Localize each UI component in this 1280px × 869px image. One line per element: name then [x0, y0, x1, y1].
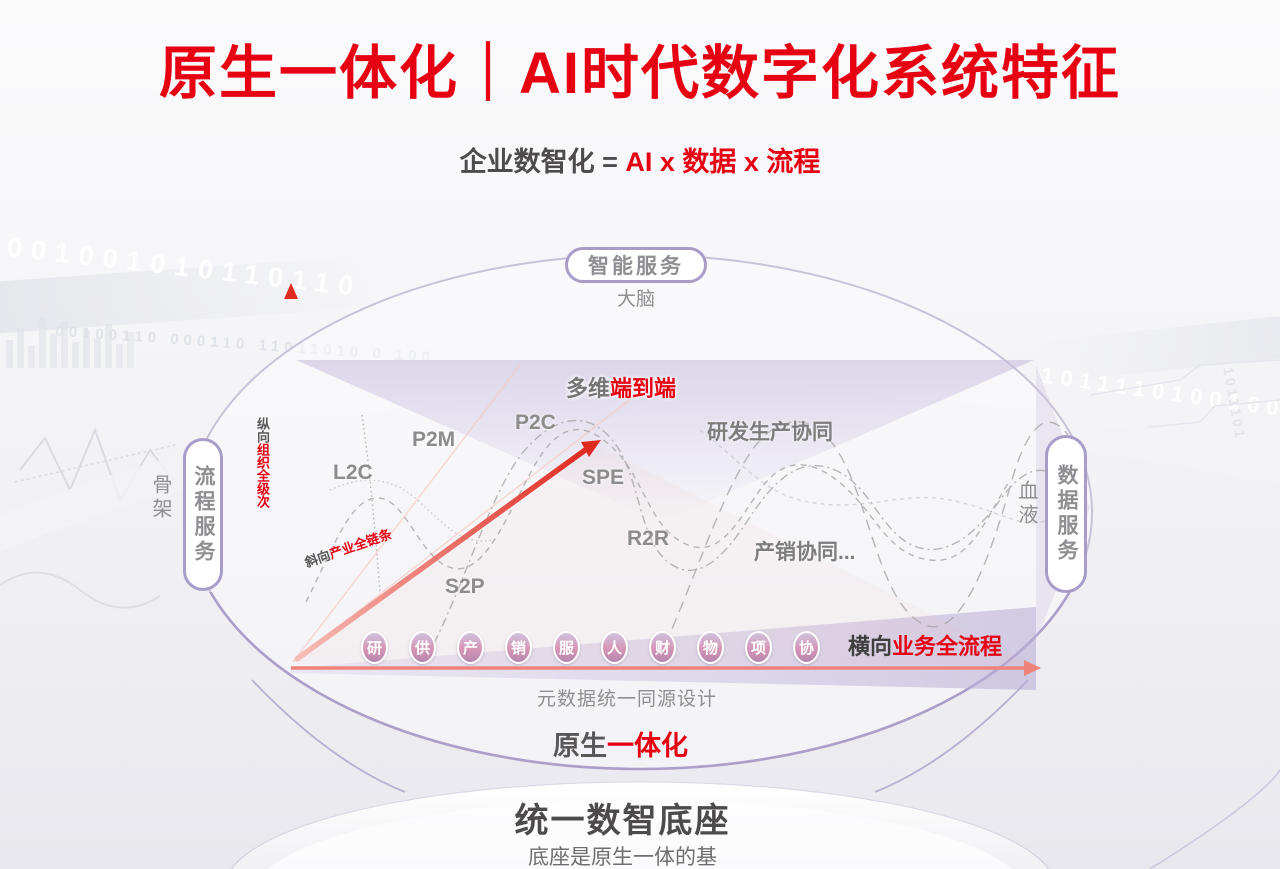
- flow-label-p2c: P2C: [515, 411, 556, 434]
- brain-caption: 大脑: [616, 289, 655, 310]
- blood-caption: 血液: [1015, 480, 1037, 528]
- vertical-axis-highlight: 组织全级次: [254, 443, 270, 508]
- native-integration-label: 原生一体化: [553, 724, 688, 763]
- skeleton-caption: 骨架: [149, 474, 171, 522]
- base-ellipse-inner: [267, 800, 1013, 869]
- horizontal-axis-label: 横向业务全流程: [848, 629, 1002, 661]
- main-ellipse-bottom-arc: [209, 592, 1071, 771]
- process-badge: 项: [745, 631, 772, 664]
- data-service-label: 数据服务: [1055, 464, 1078, 564]
- page-title: 原生一体化｜AI时代数字化系统特征: [158, 41, 1121, 106]
- intelligent-service-pill: 智能服务: [565, 247, 707, 283]
- process-service-label: 流程服务: [192, 464, 215, 565]
- process-badge: 销: [505, 631, 532, 664]
- bg-circuit-lines: [1089, 359, 1280, 869]
- process-badge: 协: [793, 631, 820, 664]
- flow-label-spe: SPE: [582, 466, 625, 489]
- base-title: 统一数智底座: [514, 802, 731, 840]
- purple-wash-top: [296, 360, 1034, 522]
- subtitle: 企业数智化 = AI x 数据 x 流程: [0, 140, 1280, 179]
- process-badge: 产: [457, 631, 484, 664]
- process-badge: 人: [601, 631, 628, 664]
- flow-label-rd-collab: 研发生产协同: [707, 421, 833, 444]
- subtitle-prefix: 企业数智化 =: [459, 147, 626, 177]
- subtitle-highlight: AI x 数据 x 流程: [625, 147, 821, 177]
- process-badge: 研: [361, 631, 388, 664]
- multidim-highlight: 端到端: [610, 376, 677, 401]
- process-badge-row: 研 供 产 销 服 人 财 物 项 协: [361, 631, 820, 664]
- diagonal-arrow: [294, 440, 601, 662]
- vertical-axis-prefix: 纵向: [254, 417, 270, 443]
- flow-label-sales-collab: 产销协同...: [754, 541, 856, 564]
- native-highlight: 一体化: [607, 731, 688, 761]
- process-service-pill: 流程服务: [183, 438, 223, 591]
- native-prefix: 原生: [553, 731, 607, 761]
- stand-swooshes: [251, 679, 1029, 793]
- multidim-prefix: 多维: [566, 376, 611, 401]
- metadata-caption: 元数据统一同源设计: [537, 689, 718, 710]
- flow-label-p2m: P2M: [412, 428, 456, 451]
- horizontal-axis-highlight: 业务全流程: [892, 634, 1003, 659]
- flow-curves: [305, 414, 1069, 661]
- process-badge: 财: [649, 631, 676, 664]
- bg-line-chart: [0, 427, 176, 609]
- process-badge: 服: [553, 631, 580, 664]
- flow-label-l2c: L2C: [333, 461, 373, 484]
- multidim-label: 多维端到端: [566, 371, 676, 403]
- bg-bar-chart: [6, 318, 134, 368]
- horizontal-axis-prefix: 横向: [848, 634, 893, 659]
- intelligent-service-label: 智能服务: [588, 255, 684, 278]
- horizontal-axis: [291, 660, 1041, 676]
- process-badge: 供: [409, 631, 436, 664]
- base-caption: 底座是原生一体的基: [528, 846, 717, 869]
- vertical-axis: [284, 283, 298, 664]
- flow-label-s2p: S2P: [445, 575, 485, 598]
- data-service-pill: 数据服务: [1045, 435, 1087, 593]
- vertical-axis-label: 纵向组织全级次: [254, 417, 270, 508]
- pink-wedge: [296, 446, 1030, 664]
- process-badge: 物: [697, 631, 724, 664]
- flow-label-r2r: R2R: [627, 527, 670, 550]
